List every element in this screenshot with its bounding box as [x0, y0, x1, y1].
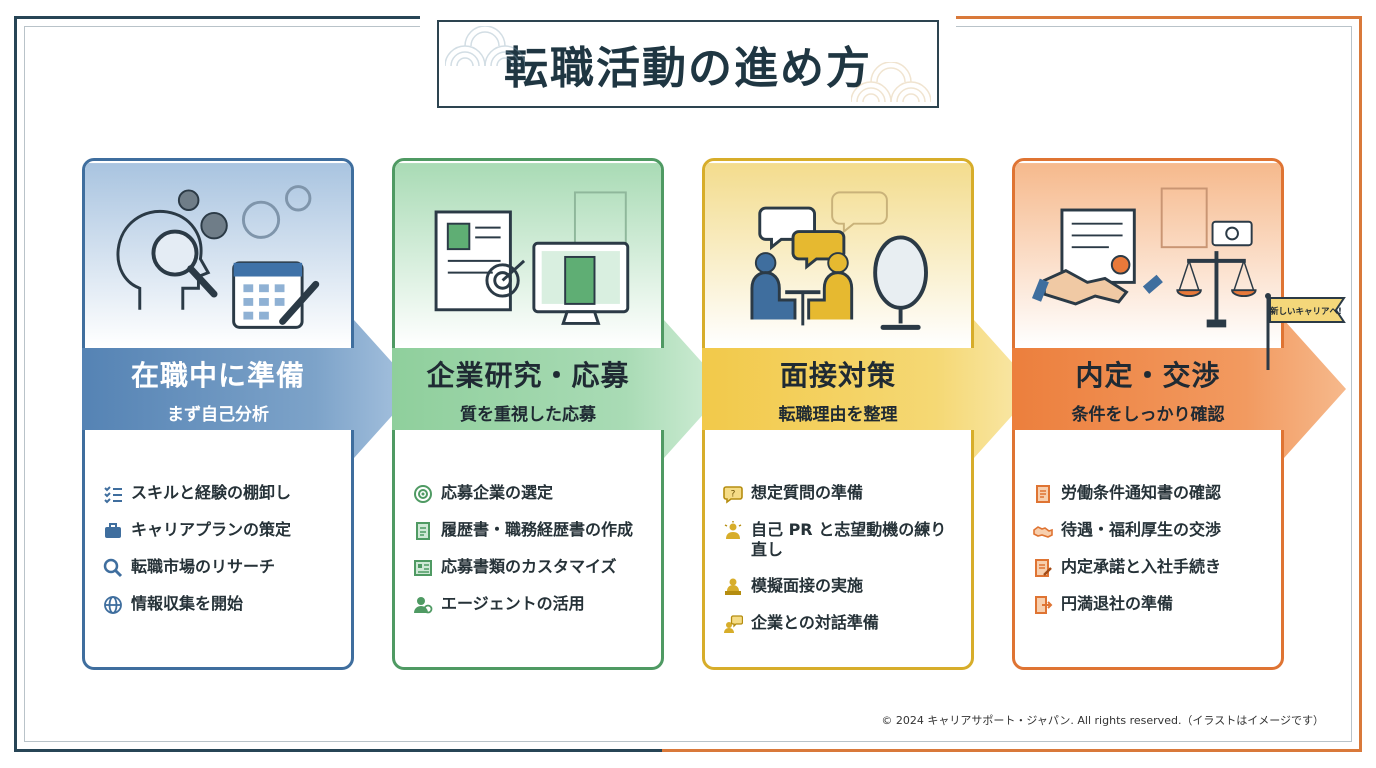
- frame-right: [662, 16, 1362, 752]
- list-item: ? 想定質問の準備: [723, 483, 961, 504]
- contract-icon: [1036, 485, 1050, 503]
- form-icon: [414, 560, 432, 576]
- step-heading: 面接対策: [779, 358, 896, 392]
- list-item: 円満退社の準備: [1033, 594, 1271, 615]
- arrow-shape: [392, 320, 726, 458]
- list-item: 転職市場のリサーチ: [103, 557, 341, 578]
- page-title: 転職活動の進め方: [504, 43, 872, 94]
- step-heading: 内定・交渉: [1075, 358, 1221, 392]
- copyright-text: © 2024 キャリアサポート・ジャパン. All rights reserve…: [881, 714, 1324, 727]
- step-subheading: 質を重視した応募: [460, 404, 596, 425]
- target-icon: [414, 485, 432, 503]
- exit-door-icon: [1035, 596, 1053, 614]
- offer-negotiation-illustration: [1015, 163, 1281, 347]
- title-box: 転職活動の進め方: [437, 20, 939, 108]
- search-icon: [103, 558, 123, 578]
- checklist-icon: [104, 486, 122, 504]
- list-item: 待遇・福利厚生の交渉: [1033, 520, 1271, 541]
- list-item: 応募書類のカスタマイズ: [413, 557, 651, 578]
- list-item: 情報収集を開始: [103, 594, 341, 615]
- list-item: 企業との対話準備: [723, 613, 961, 634]
- step-subheading: まず自己分析: [167, 404, 269, 425]
- mock-interview-icon: [725, 578, 741, 595]
- step-subheading: 転職理由を整理: [778, 404, 898, 425]
- handshake-icon: [1033, 526, 1053, 538]
- list-item: エージェントの活用: [413, 594, 651, 615]
- agent-icon: [414, 597, 433, 614]
- flag-icon: 新しいキャリアへ!: [1265, 293, 1346, 370]
- step-subheading: 条件をしっかり確認: [1071, 404, 1225, 425]
- globe-icon: [104, 596, 122, 614]
- document-icon: [416, 522, 430, 540]
- list-item: 応募企業の選定: [413, 483, 651, 504]
- interview-illustration: [705, 163, 971, 347]
- list-item: 模擬面接の実施: [723, 576, 961, 597]
- list-item: スキルと経験の棚卸し: [103, 483, 341, 504]
- arrow-shape: [702, 320, 1036, 458]
- list-item: 労働条件通知書の確認: [1033, 483, 1271, 504]
- dialogue-icon: [724, 615, 743, 633]
- frame-left: [14, 16, 714, 752]
- self-analysis-illustration: [85, 163, 351, 347]
- step-heading: 企業研究・応募: [426, 358, 630, 392]
- wave-pattern-icon: [445, 26, 525, 66]
- presenter-icon: [724, 521, 742, 539]
- svg-text:?: ?: [731, 490, 736, 500]
- step-card-1: スキルと経験の棚卸し キャリアプランの策定 転職市場のリサーチ 情報収集を開始: [82, 158, 354, 670]
- list-item: 履歴書・職務経歴書の作成: [413, 520, 651, 541]
- briefcase-icon: [105, 523, 121, 538]
- list-item: 内定承諾と入社手続き: [1033, 557, 1271, 578]
- company-research-illustration: [395, 163, 661, 347]
- arrow-shape: [1012, 320, 1346, 458]
- list-item: 自己 PR と志望動機の練り直し: [723, 520, 961, 560]
- flag-text: 新しいキャリアへ!: [1270, 306, 1342, 317]
- arrow-shape: [82, 320, 416, 458]
- question-bubble-icon: ?: [723, 486, 743, 504]
- wave-pattern-icon: [851, 62, 931, 102]
- signing-icon: [1035, 559, 1052, 577]
- list-item: キャリアプランの策定: [103, 520, 341, 541]
- step-heading: 在職中に準備: [130, 358, 305, 392]
